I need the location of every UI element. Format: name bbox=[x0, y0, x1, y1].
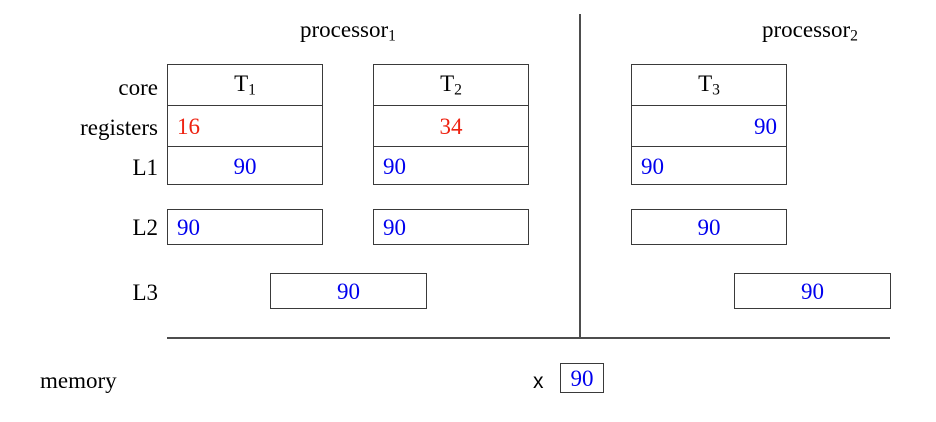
core-t3-thread-index: 3 bbox=[712, 81, 720, 99]
core-t2-thread-cell: T2 bbox=[374, 65, 528, 105]
core-t1-thread-letter: T bbox=[234, 70, 249, 96]
core-t1-registers-value: 16 bbox=[177, 113, 200, 139]
core-t3-thread-label: T3 bbox=[698, 72, 720, 98]
l2-p2-c1-value: 90 bbox=[697, 214, 721, 240]
processor-separator-line bbox=[579, 14, 581, 339]
core-t3-l1-value: 90 bbox=[641, 154, 664, 179]
l2-box-p2-c1: 90 bbox=[631, 209, 787, 245]
memory-variable-label: x bbox=[533, 370, 544, 393]
l2-p1-c1-value: 90 bbox=[177, 214, 200, 240]
core-box-t3: T3 90 90 bbox=[631, 64, 787, 185]
core-t2-l1-cell: 90 bbox=[374, 146, 528, 186]
row-label-l1: L1 bbox=[132, 155, 158, 180]
processor-1-title: processor1 bbox=[248, 18, 448, 44]
memory-value: 90 bbox=[570, 365, 594, 391]
memory-value-box: 90 bbox=[560, 363, 604, 393]
core-t3-registers-cell: 90 bbox=[632, 105, 786, 146]
core-t1-thread-index: 1 bbox=[248, 81, 256, 99]
memory-label: memory bbox=[40, 368, 117, 393]
core-t1-thread-label: T1 bbox=[234, 72, 256, 98]
core-t3-registers-value: 90 bbox=[754, 113, 777, 139]
core-t2-thread-letter: T bbox=[440, 70, 455, 96]
core-t3-thread-cell: T3 bbox=[632, 65, 786, 105]
l3-box-p1: 90 bbox=[270, 273, 427, 309]
processor-2-title-text: processor bbox=[762, 17, 851, 42]
processor-2-title: processor2 bbox=[710, 18, 910, 44]
core-box-t1: T1 16 90 bbox=[167, 64, 323, 185]
l3-p1-value: 90 bbox=[337, 278, 360, 304]
core-t1-registers-cell: 16 bbox=[168, 105, 322, 146]
l3-box-p2: 90 bbox=[734, 273, 891, 309]
core-t3-l1-cell: 90 bbox=[632, 146, 786, 186]
memory-separator-line bbox=[167, 337, 890, 339]
core-t2-thread-index: 2 bbox=[454, 81, 462, 99]
core-t2-l1-value: 90 bbox=[383, 154, 406, 179]
core-t1-l1-cell: 90 bbox=[168, 146, 322, 186]
l3-p2-value: 90 bbox=[801, 278, 824, 304]
row-label-l3: L3 bbox=[132, 280, 158, 305]
l2-box-p1-c2: 90 bbox=[373, 209, 529, 245]
processor-1-title-index: 1 bbox=[388, 27, 396, 45]
core-t1-thread-cell: T1 bbox=[168, 65, 322, 105]
core-t2-thread-label: T2 bbox=[440, 72, 462, 98]
row-label-registers: registers bbox=[80, 115, 158, 140]
processor-1-title-text: processor bbox=[300, 17, 389, 42]
row-label-core: core bbox=[118, 75, 158, 100]
core-box-t2: T2 34 90 bbox=[373, 64, 529, 185]
core-t2-registers-cell: 34 bbox=[374, 105, 528, 146]
row-label-l2: L2 bbox=[132, 215, 158, 240]
l2-p1-c2-value: 90 bbox=[383, 214, 406, 240]
core-t3-thread-letter: T bbox=[698, 70, 713, 96]
core-t2-registers-value: 34 bbox=[439, 113, 463, 139]
l2-box-p1-c1: 90 bbox=[167, 209, 323, 245]
core-t1-l1-value: 90 bbox=[233, 154, 257, 179]
processor-2-title-index: 2 bbox=[850, 27, 858, 45]
